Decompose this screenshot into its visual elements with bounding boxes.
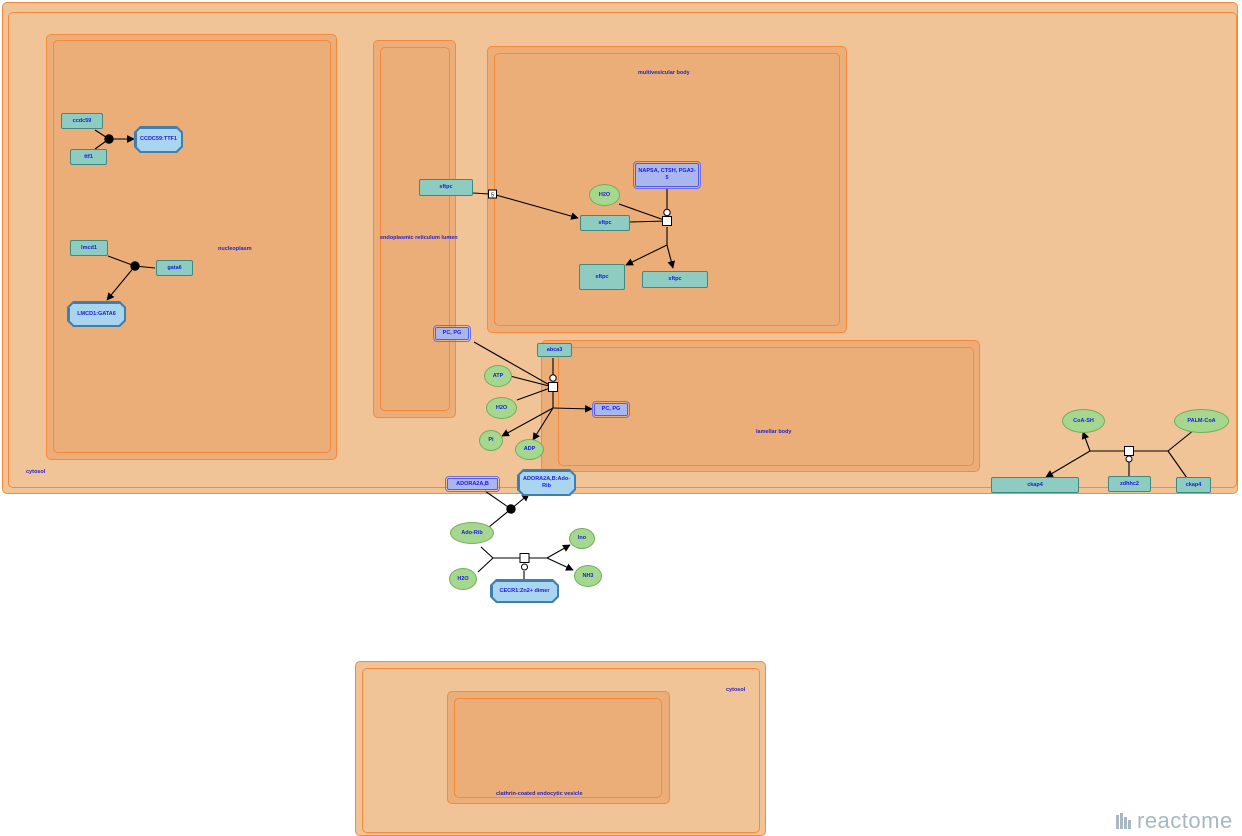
- compartment-label-nucleoplasm: nucleoplasm: [218, 246, 252, 252]
- gene-ckap4-left[interactable]: ckap4: [991, 477, 1079, 493]
- gene-sftpc-er[interactable]: sftpc: [419, 179, 473, 196]
- complex-ccdc59-ttf1[interactable]: CCDC59:TTF1: [136, 128, 182, 152]
- gene-sftpc-mvb[interactable]: sftpc: [580, 215, 630, 231]
- compartment-label-mvb: multivesicular body: [638, 70, 690, 76]
- chemical-coa-sh[interactable]: CoA-SH: [1062, 409, 1105, 433]
- gene-lmcd1[interactable]: lmcd1: [70, 240, 108, 256]
- complex-cecr1-zn-dimer[interactable]: CECR1:Zn2+ dimer: [492, 581, 558, 602]
- gene-zdhhc2[interactable]: zdhhc2: [1108, 476, 1151, 492]
- chemical-pi[interactable]: Pi: [479, 430, 503, 451]
- compartment-er-lumen: [380, 47, 450, 411]
- compartment-label-lamellar: lamellar body: [756, 429, 792, 435]
- chemical-ino[interactable]: Ino: [569, 528, 595, 549]
- chemical-h2o-mvb[interactable]: H2O: [589, 184, 620, 206]
- chemical-adorib[interactable]: Ado-Rib: [450, 522, 494, 544]
- chemical-nh3[interactable]: NH3: [574, 565, 602, 587]
- gene-ttf1[interactable]: ttf1: [70, 149, 107, 165]
- chemical-adp[interactable]: ADP: [515, 439, 544, 460]
- gene-ckap4-right[interactable]: ckap4: [1176, 477, 1211, 493]
- gene-abca3[interactable]: abca3: [537, 343, 572, 357]
- reactome-logo-text: reactome: [1137, 808, 1233, 833]
- chemical-atp[interactable]: ATP: [484, 365, 512, 387]
- gene-sftpc-product-2[interactable]: sftpc: [642, 271, 708, 288]
- compartment-label-er-lumen: endoplasmic reticulum lumen: [380, 235, 458, 241]
- reactome-logo-icon: [1116, 813, 1131, 829]
- translocation-step-label: 5: [491, 193, 494, 199]
- compartment-label-ccv: clathrin-coated endocytic vesicle: [496, 791, 583, 797]
- set-napsa-ctsh-pga[interactable]: NAPSA, CTSH, PGA3-5: [633, 161, 701, 189]
- reactome-logo: reactome: [1114, 808, 1233, 834]
- chemical-palm-coa[interactable]: PALM-CoA: [1174, 409, 1229, 433]
- set-pc-pg-output[interactable]: PC, PG: [592, 401, 630, 418]
- compartment-ccv: [454, 698, 662, 798]
- chemical-h2o-abca3[interactable]: H2O: [486, 397, 517, 419]
- complex-lmcd1-gata6[interactable]: LMCD1:GATA6: [69, 303, 125, 326]
- gene-ccdc59[interactable]: ccdc59: [61, 113, 103, 129]
- compartment-label-cytosol-lower: cytosol: [726, 687, 746, 693]
- set-pc-pg-input[interactable]: PC, PG: [433, 325, 471, 342]
- set-adora2a-b[interactable]: ADORA2A,B: [445, 476, 500, 492]
- compartment-label-cytosol: cytosol: [26, 469, 46, 475]
- gene-sftpc-product-1[interactable]: sftpc: [579, 264, 625, 290]
- complex-adora-adorib[interactable]: ADORA2A,B:Ado-Rib: [519, 471, 575, 495]
- chemical-h2o-cecr1[interactable]: H2O: [449, 568, 477, 590]
- gene-gata6[interactable]: gata6: [156, 260, 193, 276]
